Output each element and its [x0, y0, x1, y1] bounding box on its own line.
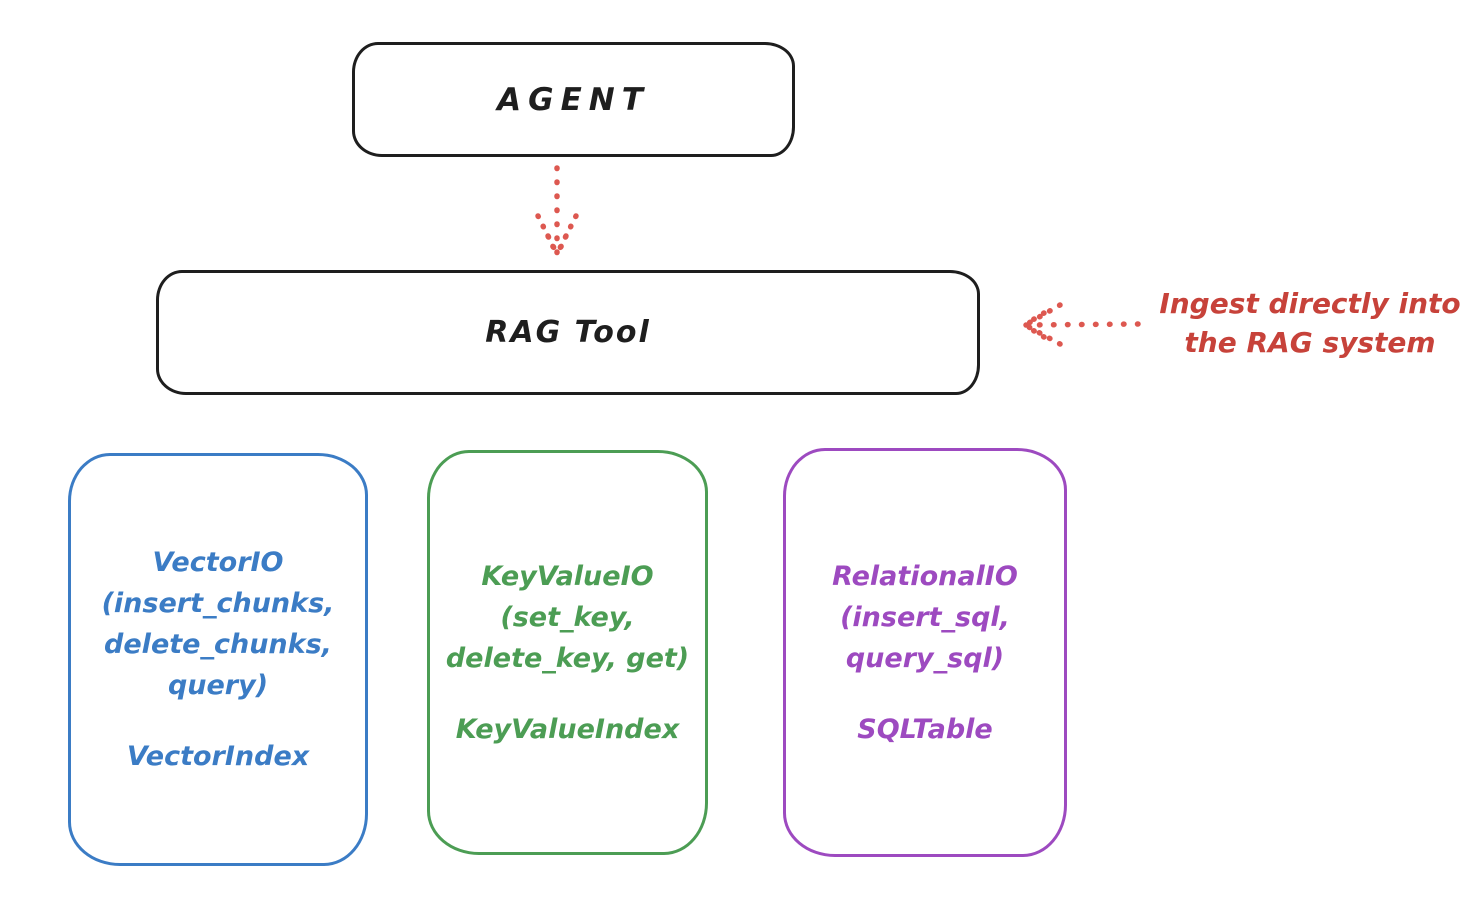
relational-io-line: RelationalIO	[832, 560, 1018, 592]
arrow-annotation-to-rag-tool	[1023, 302, 1141, 347]
keyvalue-io-line: (set_key,	[500, 601, 635, 633]
io-box-vector: VectorIO (insert_chunks, delete_chunks, …	[68, 453, 368, 866]
io-box-relational: RelationalIO (insert_sql, query_sql) SQL…	[783, 448, 1067, 857]
rag-tool-box: RAG Tool	[156, 270, 980, 395]
io-box-keyvalue: KeyValueIO (set_key, delete_key, get) Ke…	[427, 450, 708, 855]
annotation-line-2: the RAG system	[1184, 326, 1436, 359]
sqltable-label: SQLTable	[857, 713, 993, 745]
vector-io-line: delete_chunks,	[104, 629, 332, 660]
vector-io-line: VectorIO	[152, 547, 284, 578]
relational-io-line: query_sql)	[845, 642, 1005, 674]
annotation-ingest: Ingest directly into the RAG system	[1140, 284, 1480, 362]
keyvalue-io-line: KeyValueIO	[481, 560, 654, 592]
vector-io-line: query)	[167, 670, 269, 701]
arrow-agent-to-rag-tool	[535, 165, 579, 258]
vector-io-line: (insert_chunks,	[101, 588, 335, 619]
keyvalue-io-line: delete_key, get)	[445, 642, 690, 674]
agent-box: AGENT	[352, 42, 795, 157]
rag-tool-label: RAG Tool	[485, 315, 651, 350]
agent-label: AGENT	[497, 81, 650, 118]
keyvalue-index-label: KeyValueIndex	[455, 713, 680, 745]
vector-index-label: VectorIndex	[126, 741, 310, 772]
annotation-line-1: Ingest directly into	[1159, 287, 1461, 320]
relational-io-line: (insert_sql,	[840, 601, 1010, 633]
